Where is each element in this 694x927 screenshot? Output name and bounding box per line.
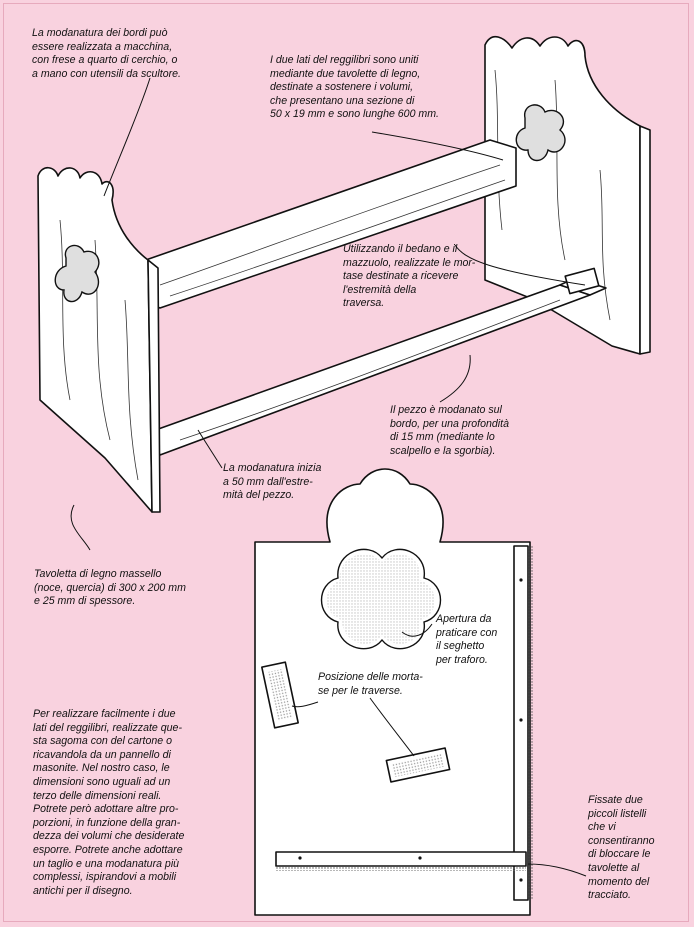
- caption-battens: Fissate due piccoli listelli che vi cons…: [588, 794, 655, 902]
- caption-opening: Apertura da praticare con il seghetto pe…: [436, 613, 498, 666]
- caption-mortise: Utilizzando il bedano e il mazzuolo, rea…: [343, 243, 476, 310]
- caption-template-text: Per realizzare facilmente i due lati del…: [33, 708, 185, 897]
- leader-lines: [70, 77, 587, 877]
- caption-edge-molding: La modanatura dei bordi può essere reali…: [32, 27, 181, 80]
- caption-molded-depth: Il pezzo è modanato sul bordo, per una p…: [390, 404, 509, 457]
- template-board: [254, 468, 534, 916]
- right-side-board: [484, 35, 651, 355]
- caption-sides-joined: I due lati del reggilibri sono uniti med…: [270, 54, 440, 121]
- caption-solid-board: Tavoletta di legno massello (noce, querc…: [34, 568, 186, 608]
- caption-mortise-position: Posizione delle morta- se per le travers…: [318, 671, 423, 697]
- caption-molding-start: La modanatura inizia a 50 mm dall'estre-…: [223, 462, 322, 502]
- page-border: [3, 3, 689, 922]
- left-side-board: [37, 166, 161, 513]
